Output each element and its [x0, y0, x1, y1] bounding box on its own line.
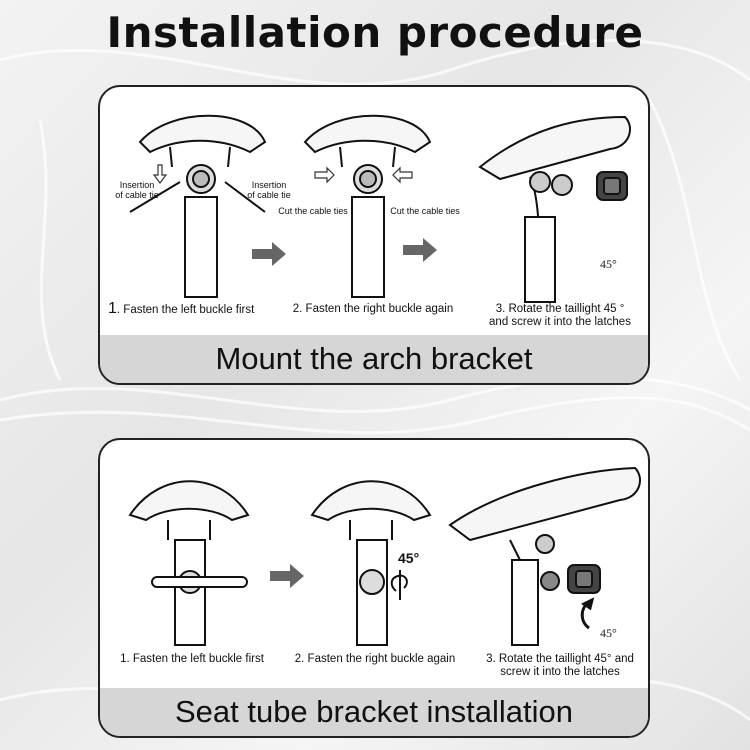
note-cut-right: Cut the cable ties — [390, 206, 460, 216]
arrow-left-icon — [314, 166, 413, 184]
step-1-number: 1 — [108, 300, 117, 317]
step-2: 2. Fasten the right buckle again — [292, 303, 454, 315]
seat-tube-illustration — [128, 466, 641, 646]
step-1-text: . Fasten the left buckle first — [116, 304, 255, 316]
note-insertion-right: Insertion of cable tie — [247, 180, 291, 200]
note-cut-left: Cut the cable ties — [278, 206, 348, 216]
panel-arch-bracket: Insertion of cable tie Insertion of cabl… — [98, 85, 650, 385]
arch-bracket-illustration — [129, 114, 631, 303]
angle-label-small: 45° — [600, 626, 617, 640]
step-1: 1. Fasten the left buckle first — [120, 653, 264, 665]
arrow-right-icon — [270, 564, 304, 588]
step-3: 3. Rotate the taillight 45° and screw it… — [472, 653, 648, 679]
arrow-down-icon — [152, 164, 168, 184]
step-3-line-2: screw it into the latches — [500, 666, 620, 678]
panel-seat-tube-bracket: 45° 45° 1. Fasten the left buckle first … — [98, 438, 650, 738]
step-1: 1. Fasten the left buckle first — [108, 300, 278, 317]
page-title: Installation procedure — [106, 8, 644, 57]
rotate-arrow-icon — [580, 597, 595, 630]
panel-footer-arch: Mount the arch bracket — [100, 335, 648, 383]
step-3-line-2: and screw it into the latches — [489, 316, 631, 328]
step-3: 3. Rotate the taillight 45 ° and screw i… — [472, 303, 648, 329]
step-2: 2. Fasten the right buckle again — [294, 653, 456, 665]
note-insertion-left: Insertion of cable tie — [115, 180, 159, 200]
angle-label-bold: 45° — [398, 550, 420, 566]
angle-label: 45° — [600, 257, 617, 271]
step-3-line-1: 3. Rotate the taillight 45 ° — [495, 303, 625, 315]
rotate-icon — [390, 570, 408, 600]
panel-footer-seat-tube: Seat tube bracket installation — [100, 688, 648, 736]
arrow-right-icon — [403, 238, 437, 262]
arrow-right-icon — [252, 242, 286, 266]
step-3-line-1: 3. Rotate the taillight 45° and — [486, 653, 634, 665]
